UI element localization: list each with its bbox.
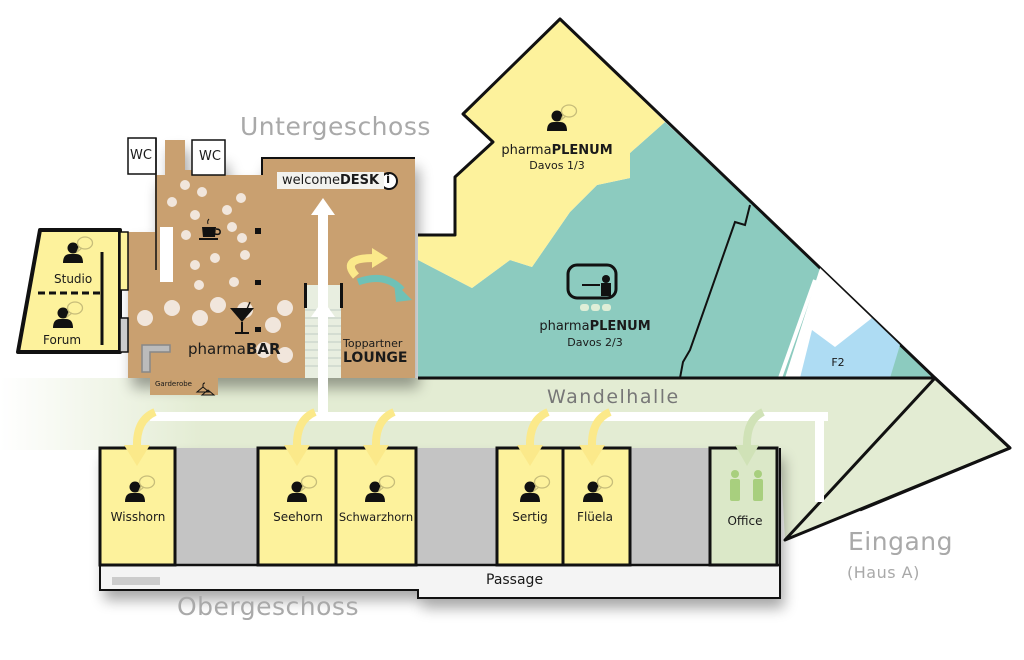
welcome-desk-bold: DESK	[340, 173, 380, 188]
passage-grating	[112, 577, 160, 585]
forum-label[interactable]: Forum	[43, 333, 82, 347]
plenum1-prefix: pharma	[501, 143, 552, 158]
plenum1-bold: PLENUM	[551, 143, 613, 158]
wisshorn-label[interactable]: Wisshorn	[110, 510, 166, 524]
entrance-sublabel: (Haus A)	[847, 563, 920, 582]
arrow-heads	[124, 248, 605, 466]
bar-structure	[141, 344, 171, 373]
info-icon-glyph: i	[386, 172, 391, 186]
wc-label-left: WC	[130, 148, 152, 163]
plenum1-sublabel: Davos 1/3	[529, 159, 585, 172]
coat-hanger-icon	[195, 382, 216, 396]
room-arrows	[132, 254, 612, 448]
bar-tables	[137, 180, 293, 363]
garderobe	[150, 378, 218, 395]
plenum2-bold: PLENUM	[589, 319, 651, 334]
floor-label-lower: Untergeschoss	[240, 112, 431, 141]
pharmabar-bold: BAR	[245, 340, 281, 358]
presenter-screen-icon	[566, 263, 618, 311]
plenum2-prefix: pharma	[539, 319, 590, 334]
bar-counter	[160, 227, 173, 282]
welcome-desk-label[interactable]: welcomeDESK	[277, 172, 385, 189]
floor-label-upper: Obergeschoss	[177, 592, 359, 621]
coffee-cup-icon	[199, 218, 221, 240]
upper-floor	[100, 448, 780, 598]
pharmaplenum-davos-1-3	[418, 19, 665, 288]
f2-label[interactable]: F2	[831, 356, 845, 369]
garderobe-label: Garderobe	[155, 380, 192, 388]
hall-label-wandelhalle: Wandelhalle	[547, 386, 680, 408]
entrance-label: Eingang	[848, 527, 953, 556]
wc-room-right	[191, 139, 226, 176]
two-people-icon	[730, 470, 763, 501]
room-f2	[800, 318, 900, 378]
office-arrow	[742, 408, 765, 448]
cocktail-glass-icon	[230, 301, 254, 334]
hall-label-passage: Passage	[486, 572, 544, 588]
pharmabar-label[interactable]: pharmaBAR	[188, 340, 281, 358]
plenum2-sublabel: Davos 2/3	[567, 336, 623, 349]
sertig-label[interactable]: Sertig	[512, 510, 548, 524]
plenum1-label[interactable]: pharmaPLENUM	[501, 143, 612, 158]
lounge-top-label: Toppartner	[343, 337, 403, 350]
office-label[interactable]: Office	[727, 514, 763, 528]
schwarzhorn-label[interactable]: Schwarzhorn	[338, 510, 414, 524]
lounge-label[interactable]: LOUNGE	[343, 350, 408, 366]
bar-pillars	[255, 228, 261, 332]
studio-label[interactable]: Studio	[54, 272, 93, 286]
plenum2-label[interactable]: pharmaPLENUM	[539, 319, 650, 334]
flueela-label[interactable]: Flüela	[577, 510, 613, 524]
seehorn-label[interactable]: Seehorn	[273, 510, 323, 524]
welcome-desk-prefix: welcome	[282, 173, 341, 188]
pharmabar-prefix: pharma	[188, 340, 246, 358]
route-paths	[150, 198, 828, 502]
wc-label-right: WC	[199, 149, 221, 164]
studio-forum-rooms	[16, 228, 129, 354]
